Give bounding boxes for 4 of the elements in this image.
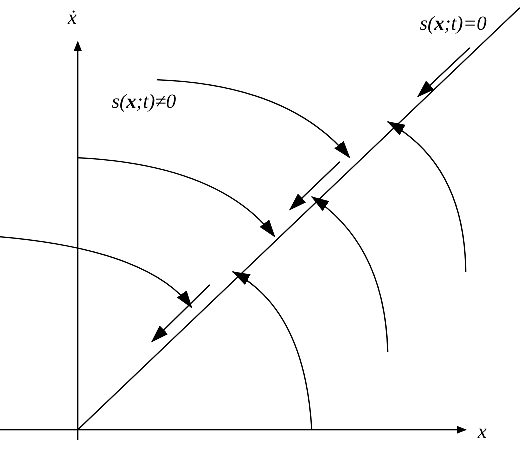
equation-label: s(x;t)≠0 <box>112 92 176 112</box>
axis-label: ẋ <box>68 8 77 28</box>
equation-label: s(x;t)=0 <box>420 14 487 34</box>
axis-label: x <box>478 422 487 442</box>
